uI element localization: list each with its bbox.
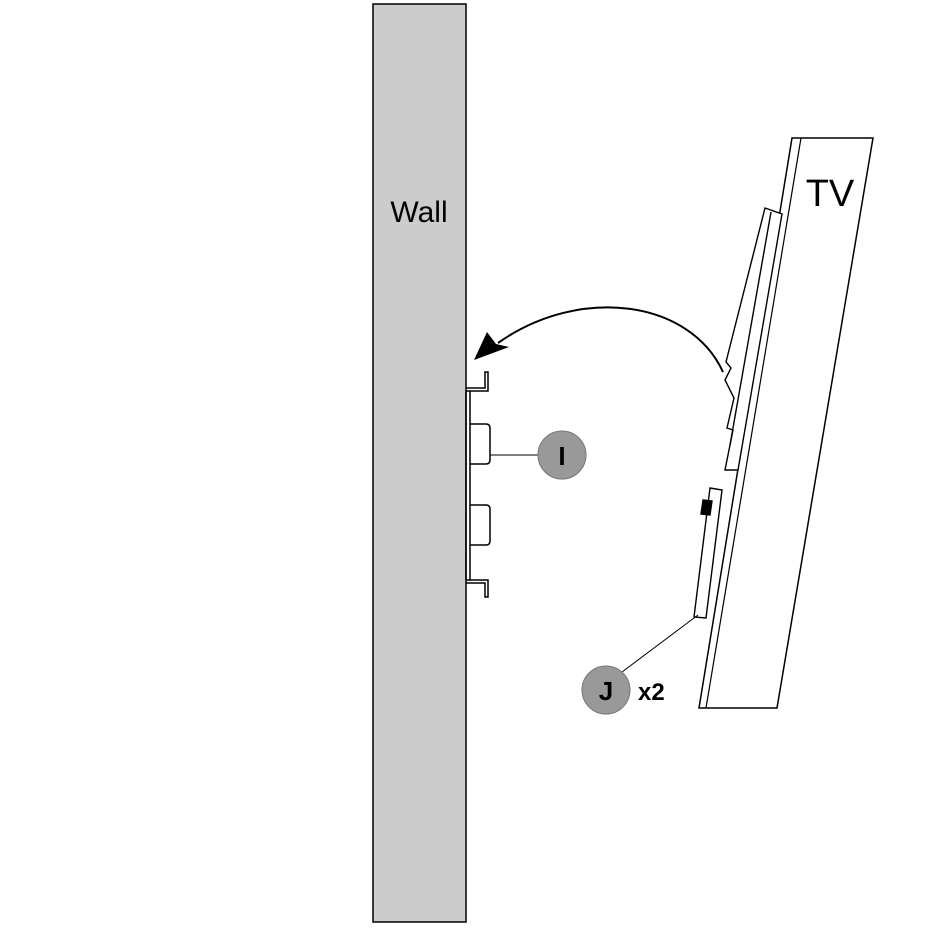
mounting-arrow-curve (497, 306, 724, 373)
tv-body (698, 137, 874, 709)
wall-label: Wall (390, 196, 447, 229)
tv: TV (698, 137, 874, 709)
mounting-arrow (474, 306, 724, 373)
callout-bracket-letter: I (558, 441, 565, 471)
callout-spacer-leader (621, 614, 699, 673)
wall: Wall (372, 3, 467, 923)
tv-bracket-upper-arm-inner (729, 211, 772, 446)
callout-spacer: J x2 (581, 614, 699, 715)
callout-spacer-letter: J (599, 676, 613, 706)
callout-bracket: I (490, 430, 587, 480)
wall-panel (372, 3, 467, 923)
wall-bracket-bottom-hook (466, 579, 489, 598)
mounting-arrow-head (474, 332, 509, 360)
tv-bracket (693, 207, 783, 619)
tv-label: TV (806, 173, 855, 215)
wall-bracket-top-hook (466, 371, 489, 392)
wall-bracket-lower-tab (470, 504, 491, 546)
wall-bracket-plate (466, 390, 471, 581)
tv-back-edge (705, 137, 802, 709)
tv-bracket-upper-arm (724, 207, 783, 471)
callout-spacer-quantity: x2 (638, 679, 665, 706)
callout-spacer-badge (581, 665, 631, 715)
tv-bracket-latch (700, 499, 713, 516)
callout-bracket-badge (537, 430, 587, 480)
wall-bracket (465, 371, 491, 598)
wall-bracket-upper-tab (470, 423, 491, 465)
tv-bracket-lower-arm (693, 487, 723, 619)
